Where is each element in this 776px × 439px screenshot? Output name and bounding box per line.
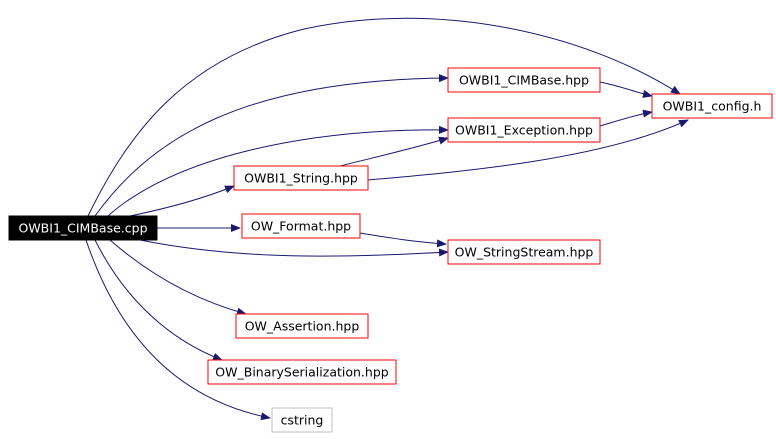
node-binaryserialization-hpp-label: OW_BinarySerialization.hpp bbox=[215, 365, 388, 380]
node-exception-hpp-label: OWBI1_Exception.hpp bbox=[455, 123, 593, 138]
node-format-hpp-label: OW_Format.hpp bbox=[251, 219, 351, 234]
edge-string-hpp-to-config bbox=[367, 119, 689, 181]
edges bbox=[85, 17, 689, 421]
node-exception-hpp[interactable]: OWBI1_Exception.hpp bbox=[447, 117, 601, 143]
edge-root-to-cstring bbox=[85, 239, 271, 421]
edge-root-to-string-hpp bbox=[124, 185, 235, 218]
edge-format-hpp-to-stringstream-hpp bbox=[359, 232, 447, 248]
node-stringstream-hpp[interactable]: OW_StringStream.hpp bbox=[447, 239, 601, 265]
node-root-label: OWBI1_CIMBase.cpp bbox=[18, 221, 147, 236]
node-config-h[interactable]: OWBI1_config.h bbox=[651, 93, 773, 119]
edge-string-hpp-to-exception-hpp bbox=[339, 136, 449, 167]
edge-root-to-cimbase-hpp bbox=[94, 74, 449, 217]
node-root[interactable]: OWBI1_CIMBase.cpp bbox=[8, 215, 158, 241]
node-cstring: cstring bbox=[271, 407, 333, 433]
edge-root-to-stringstream-hpp bbox=[139, 239, 449, 257]
edge-root-to-binaryserialization-hpp bbox=[94, 239, 223, 361]
edge-root-to-exception-hpp bbox=[107, 125, 449, 217]
node-stringstream-hpp-label: OW_StringStream.hpp bbox=[455, 245, 594, 260]
node-string-hpp[interactable]: OWBI1_String.hpp bbox=[233, 165, 369, 191]
node-string-hpp-label: OWBI1_String.hpp bbox=[244, 171, 358, 186]
node-cimbase-hpp-label: OWBI1_CIMBase.hpp bbox=[459, 73, 589, 88]
node-assertion-hpp-label: OW_Assertion.hpp bbox=[245, 319, 360, 334]
node-format-hpp[interactable]: OW_Format.hpp bbox=[241, 213, 361, 239]
node-assertion-hpp[interactable]: OW_Assertion.hpp bbox=[235, 313, 369, 339]
edge-root-to-config bbox=[87, 17, 681, 217]
node-cimbase-hpp[interactable]: OWBI1_CIMBase.hpp bbox=[447, 67, 601, 93]
node-binaryserialization-hpp[interactable]: OW_BinarySerialization.hpp bbox=[207, 359, 397, 385]
edge-root-to-assertion-hpp bbox=[109, 239, 247, 316]
node-cstring-label: cstring bbox=[281, 413, 324, 428]
node-config-h-label: OWBI1_config.h bbox=[663, 99, 762, 114]
edge-exception-hpp-to-config bbox=[599, 109, 653, 127]
edge-cimbase-hpp-to-config bbox=[599, 81, 653, 98]
